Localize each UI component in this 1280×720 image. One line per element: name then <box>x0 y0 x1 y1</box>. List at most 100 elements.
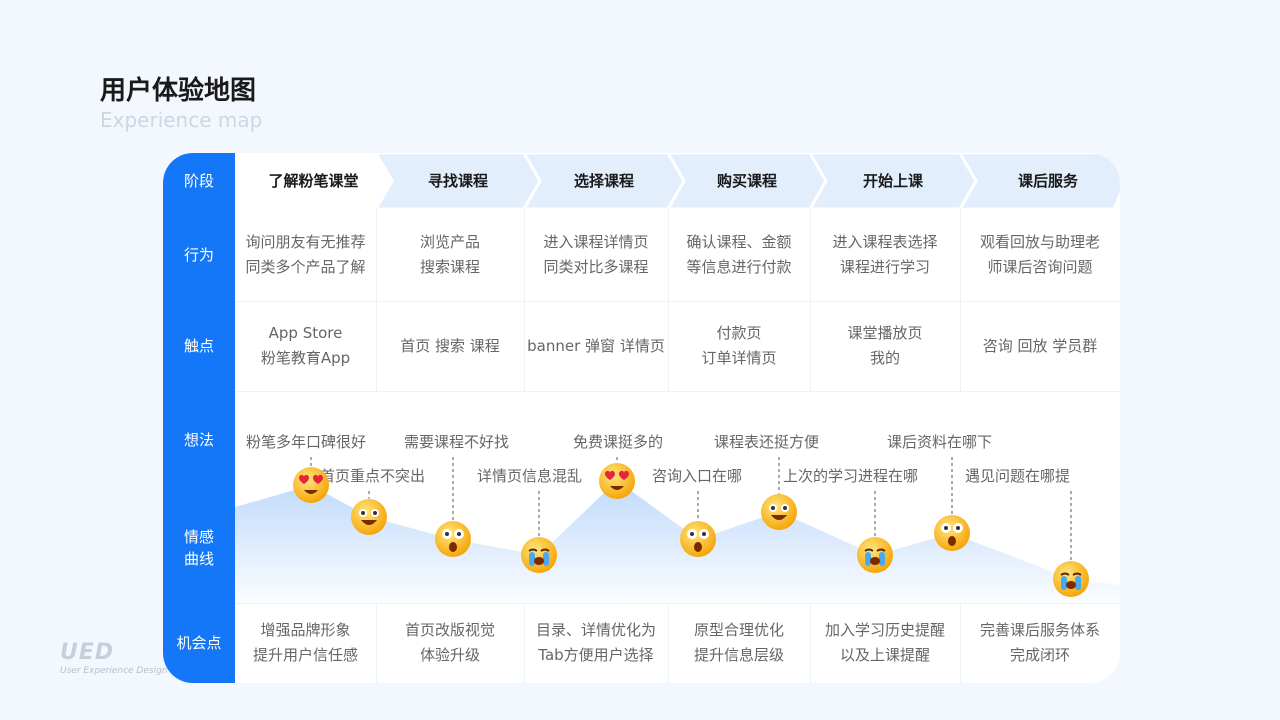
behavior-cell-line: 确认课程、金额 <box>686 233 792 251</box>
crying-emoji-icon <box>520 536 558 578</box>
touchpoint-cell-line: 首页 搜索 课程 <box>400 336 500 355</box>
stage-2: 寻找课程 <box>427 172 488 190</box>
opportunity-cell-line: 提升信息层级 <box>693 646 784 664</box>
stage-chevron <box>374 153 542 209</box>
column-divider <box>376 209 377 391</box>
touchpoint-cell-5: 课堂播放页我的 <box>810 301 960 391</box>
behavior-cell-line: 浏览产品 <box>419 233 480 251</box>
thought-1: 粉笔多年口碑很好 <box>246 433 367 451</box>
behavior-cell-line: 搜索课程 <box>419 258 480 276</box>
opportunity-cell-3: 目录、详情优化为 Tab方便用户选择 <box>524 603 668 683</box>
thought-8: 上次的学习进程在哪 <box>783 467 919 485</box>
behavior-cell-line: 同类多个产品了解 <box>245 258 366 276</box>
touchpoint-cell-line: 我的 <box>869 349 900 367</box>
touchpoint-cell-3: banner 弹窗 详情页 <box>524 301 668 391</box>
row-label-thoughts: 想法 <box>183 431 214 449</box>
thought-9: 课后资料在哪下 <box>887 433 993 451</box>
shocked-emoji-icon <box>933 514 971 556</box>
happy-emoji-icon <box>760 493 798 535</box>
column-divider <box>668 209 669 391</box>
thought-10: 遇见问题在哪提 <box>965 467 1071 485</box>
row-label-emotion: 情感 曲线 <box>183 528 214 568</box>
behavior-cell-line: 询问朋友有无推荐 <box>245 233 366 251</box>
stage-3: 选择课程 <box>573 172 634 190</box>
behavior-cell-line: 进入课程表选择 <box>832 233 938 251</box>
touchpoint-cell-line: banner 弹窗 详情页 <box>527 336 665 355</box>
touchpoint-cell-line: App Store <box>268 324 343 342</box>
experience-map-card: 阶段 行为 触点 想法 情感 曲线 机会点 了解粉笔课堂 寻找课程 选择课程 购买课程… <box>163 153 1120 683</box>
behavior-cell-line: 观看回放与助理老 <box>979 233 1100 251</box>
thought-5: 免费课挺多的 <box>573 433 664 451</box>
touchpoint-cell-1: App Store 粉笔教育App <box>235 301 376 391</box>
divider <box>235 301 1120 302</box>
column-divider <box>810 209 811 391</box>
divider <box>235 603 1120 604</box>
touchpoint-cell-line: 订单详情页 <box>701 349 777 367</box>
opportunity-cell-line: 增强品牌形象 <box>260 621 351 639</box>
touchpoint-cell-line: 付款页 <box>716 324 762 342</box>
stage-4: 购买课程 <box>716 172 777 190</box>
ued-logo: UED <box>60 640 115 665</box>
crying-emoji-icon <box>856 536 894 578</box>
behavior-cell-6: 观看回放与助理老师课后咨询问题 <box>960 209 1120 301</box>
shocked-emoji-icon <box>679 520 717 562</box>
opportunity-cell-1: 增强品牌形象提升用户信任感 <box>235 603 376 683</box>
behavior-cell-line: 同类对比多课程 <box>543 258 649 276</box>
opportunity-cell-line: Tab方便用户选择 <box>538 646 654 664</box>
behavior-cell-line: 课程进行学习 <box>839 258 930 276</box>
behavior-cell-4: 确认课程、金额等信息进行付款 <box>668 209 810 301</box>
row-header-column <box>163 153 235 683</box>
thought-6: 咨询入口在哪 <box>652 467 743 485</box>
emotion-area <box>235 480 1120 603</box>
row-label-stage: 阶段 <box>183 172 214 190</box>
column-divider <box>524 209 525 391</box>
stage-chevron-bar <box>235 153 1120 209</box>
column-divider <box>960 209 961 391</box>
stage-5: 开始上课 <box>862 172 923 190</box>
opportunity-cell-4: 原型合理优化提升信息层级 <box>668 603 810 683</box>
opportunity-cell-line: 加入学习历史提醒 <box>824 621 945 639</box>
happy-emoji-icon <box>350 498 388 540</box>
opportunity-cell-line: 完成闭环 <box>1009 646 1070 664</box>
behavior-cell-line: 等信息进行付款 <box>686 258 792 276</box>
touchpoint-cell-line: 粉笔教育App <box>260 349 351 367</box>
emotion-curve <box>235 457 1120 603</box>
opportunity-cell-line: 原型合理优化 <box>693 621 784 639</box>
love-emoji-icon <box>292 466 330 508</box>
touchpoint-cell-line: 咨询 回放 学员群 <box>982 336 1098 355</box>
touchpoint-cell-line: 课堂播放页 <box>847 324 923 342</box>
ued-tagline: User Experience Design <box>60 666 168 676</box>
thought-4: 详情页信息混乱 <box>477 467 583 485</box>
stage-chevron <box>522 153 686 209</box>
column-divider <box>376 603 377 683</box>
row-label-behavior: 行为 <box>183 246 214 264</box>
stage-1: 了解粉笔课堂 <box>268 172 359 190</box>
crying-emoji-icon <box>1052 560 1090 602</box>
love-emoji-icon <box>598 462 636 504</box>
opportunity-cell-line: 完善课后服务体系 <box>979 621 1100 639</box>
opportunity-cell-line: 提升用户信任感 <box>252 646 358 664</box>
behavior-cell-line: 师课后咨询问题 <box>987 258 1093 276</box>
behavior-cell-2: 浏览产品搜索课程 <box>376 209 524 301</box>
touchpoint-cell-4: 付款页订单详情页 <box>668 301 810 391</box>
stage-chevron <box>666 153 828 209</box>
opportunity-cell-line: 以及上课提醒 <box>839 646 930 664</box>
stage-chevron <box>958 153 1120 209</box>
opportunity-cell-5: 加入学习历史提醒以及上课提醒 <box>810 603 960 683</box>
behavior-cell-3: 进入课程详情页同类对比多课程 <box>524 209 668 301</box>
opportunity-cell-line: 体验升级 <box>419 646 480 664</box>
stage-chevron <box>808 153 978 209</box>
row-label-touchpoint: 触点 <box>183 337 214 355</box>
behavior-cell-line: 进入课程详情页 <box>543 233 649 251</box>
opportunity-cell-2: 首页改版视觉体验升级 <box>376 603 524 683</box>
stage-6: 课后服务 <box>1017 172 1078 190</box>
divider <box>235 391 1120 392</box>
opportunity-cell-6: 完善课后服务体系完成闭环 <box>960 603 1120 683</box>
page-subtitle: Experience map <box>100 108 263 132</box>
column-divider <box>668 603 669 683</box>
row-label-opportunity: 机会点 <box>176 634 222 652</box>
column-divider <box>810 603 811 683</box>
opportunity-cell-line: 目录、详情优化为 <box>535 621 656 639</box>
thought-3: 需要课程不好找 <box>404 433 510 451</box>
thought-2: 首页重点不突出 <box>320 467 426 485</box>
